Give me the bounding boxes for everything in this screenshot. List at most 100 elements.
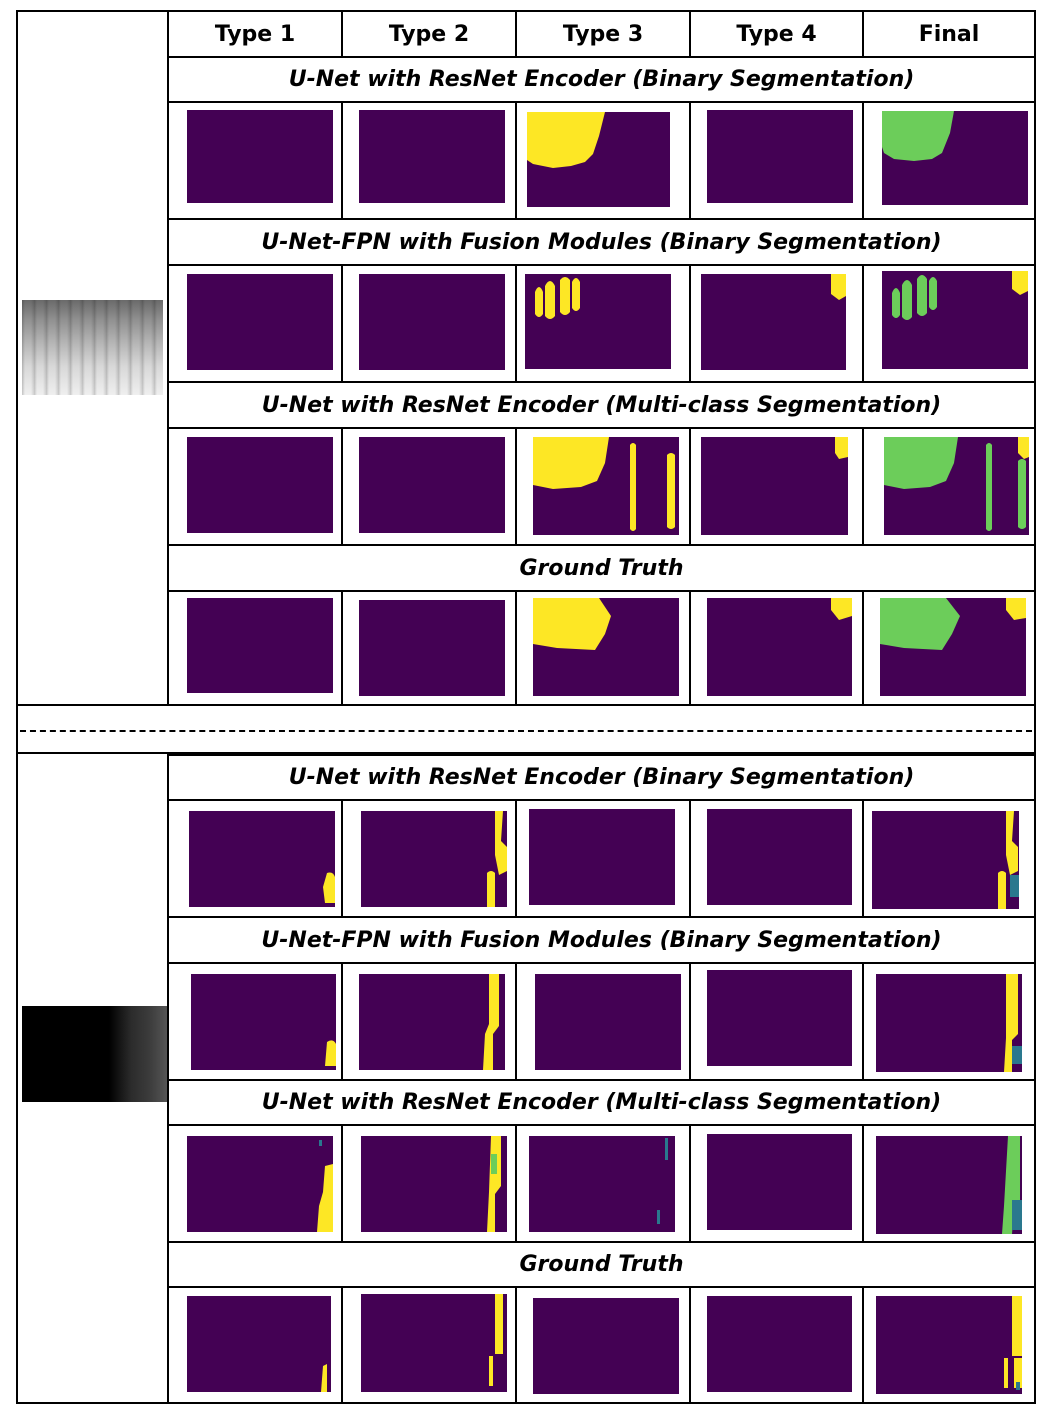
result-cell [167,590,343,706]
result-cell [862,427,1036,546]
segmentation-mask [707,598,852,696]
segmentation-mask [701,437,848,535]
segmentation-mask [533,437,679,535]
segmentation-mask [527,112,670,207]
result-cell [341,101,517,220]
result-cell [341,590,517,706]
defect-mask-shape [1002,1136,1022,1234]
result-cell [341,962,517,1081]
result-cell [515,427,691,546]
result-cell [862,799,1036,918]
defect-mask-shape [880,598,1026,650]
result-cell [515,962,691,1081]
column-header-final: Final [862,10,1036,58]
result-cell [515,1124,691,1243]
result-cell [341,427,517,546]
defect-mask-shape [835,437,848,459]
segmentation-mask [187,598,333,693]
segmentation-mask [187,274,333,370]
defect-mask-shape [884,437,1029,531]
segmentation-mask [707,809,852,905]
result-cell [515,101,691,220]
segmentation-mask [359,110,505,203]
segmentation-mask [187,110,333,203]
segmentation-mask [529,809,675,905]
segmentation-mask [882,271,1028,369]
result-cell [515,264,691,383]
result-cell [341,1286,517,1404]
defect-mask-shape [317,1140,333,1232]
result-cell [341,1124,517,1243]
defect-mask-shape [882,111,954,161]
column-header-type-1: Type 1 [167,10,343,58]
segmentation-mask [529,1136,675,1232]
segmentation-mask [707,110,853,203]
result-cell [167,799,343,918]
result-cell [515,1286,691,1404]
result-cell [862,962,1036,1081]
defect-mask-shape [533,598,611,650]
defect-mask-shape [831,274,846,300]
segmentation-mask [187,1136,333,1232]
result-cell [341,799,517,918]
row-title: U-Net with ResNet Encoder (Binary Segmen… [167,754,1036,801]
defect-mask-shape [535,277,580,319]
defect-mask-shape [892,271,1028,320]
defect-mask-shape [657,1138,668,1224]
input-sample-image-2 [22,1006,167,1102]
segmentation-mask [187,1296,331,1392]
segmentation-mask [361,811,507,907]
row-title: U-Net with ResNet Encoder (Binary Segmen… [167,56,1036,103]
result-cell [167,264,343,383]
segmentation-mask [882,111,1028,205]
result-cell [341,264,517,383]
segmentation-mask [359,274,505,370]
result-cell [515,590,691,706]
defect-mask-shape [1004,1296,1022,1390]
section-separator-top [16,704,1036,706]
defect-mask-shape [321,1364,327,1392]
result-cell [689,590,864,706]
segmentation-mask [533,1298,679,1394]
result-cell [689,264,864,383]
segmentation-mask [359,974,505,1070]
segmentation-mask [872,811,1019,909]
defect-mask-shape [483,974,499,1070]
result-cell [167,962,343,1081]
result-cell [167,1124,343,1243]
defect-mask-shape [998,811,1019,909]
defect-mask-shape [831,598,852,620]
defect-mask-shape [489,1294,503,1386]
row-title: U-Net with ResNet Encoder (Multi-class S… [167,1079,1036,1126]
segmentation-mask [876,974,1022,1072]
result-cell [515,799,691,918]
row-title: Ground Truth [167,1241,1036,1288]
segmentation-mask [707,1134,852,1230]
result-cell [862,1124,1036,1243]
section-separator-bottom [16,752,1036,754]
segmentation-mask [361,1136,507,1232]
result-cell [689,962,864,1081]
segmentation-mask [876,1296,1022,1394]
result-cell [862,1286,1036,1404]
row-title: Ground Truth [167,544,1036,592]
segmentation-mask [359,437,505,533]
segmentation-mask [707,1296,852,1392]
result-cell [862,101,1036,220]
result-cell [689,1124,864,1243]
segmentation-mask [535,974,681,1070]
result-cell [862,590,1036,706]
result-cell [167,101,343,220]
section-separator-dashed [20,730,1032,732]
segmentation-mask [187,437,333,533]
segmentation-mask [533,598,679,696]
segmentation-mask [880,598,1026,696]
result-cell [862,264,1036,383]
row-title: U-Net with ResNet Encoder (Multi-class S… [167,381,1036,429]
result-cell [167,1286,343,1404]
row-title: U-Net-FPN with Fusion Modules (Binary Se… [167,218,1036,266]
defect-mask-shape [527,112,605,168]
row-title: U-Net-FPN with Fusion Modules (Binary Se… [167,916,1036,964]
segmentation-mask [359,600,505,696]
segmentation-mask [525,274,671,369]
